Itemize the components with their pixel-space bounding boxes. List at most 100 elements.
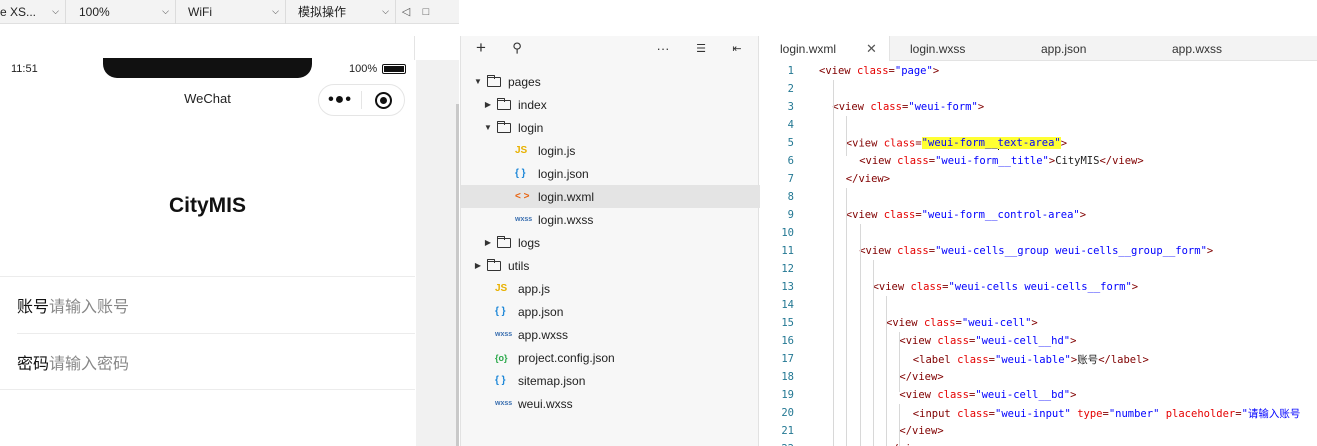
login-form: 账号 请输入账号 密码 请输入密码 — [0, 276, 415, 390]
code-line: 16<view class="weui-cell__hd"> — [760, 332, 1317, 350]
tree-item-label: logs — [518, 235, 541, 250]
account-field[interactable]: 账号 请输入账号 — [0, 277, 415, 333]
status-bar: 11:51 100% — [0, 58, 415, 78]
code-token: <view — [845, 209, 884, 221]
code-token: = — [928, 245, 936, 257]
tree-item-project-config-json[interactable]: {o}project.config.json — [461, 346, 760, 369]
code-token: = — [915, 209, 922, 221]
tab-app-wxss[interactable]: app.wxss — [1152, 36, 1283, 61]
json-file-icon: { } — [495, 306, 506, 317]
add-icon[interactable]: + — [476, 38, 486, 57]
code-token: > — [1070, 335, 1077, 347]
code-token: class — [897, 155, 929, 167]
tree-item-label: app.json — [518, 304, 564, 319]
code-token: class — [870, 101, 902, 113]
code-token: = — [915, 137, 922, 149]
tree-item-login-wxml[interactable]: < >login.wxml — [461, 185, 760, 208]
code-token: class — [883, 137, 916, 149]
line-number: 3 — [787, 101, 794, 113]
code-token: = — [1235, 407, 1242, 420]
tab-login-wxss[interactable]: login.wxss — [890, 36, 1021, 61]
code-token: </view> — [899, 425, 944, 437]
code-token: "weui-form__title" — [935, 155, 1049, 167]
cfg-file-icon: {o} — [495, 352, 508, 363]
tree-item-login[interactable]: ▼login — [461, 116, 760, 139]
code-token: <view — [832, 101, 871, 113]
code-token: > — [1206, 245, 1214, 257]
network-select[interactable]: WiFi ⌵ — [176, 0, 286, 24]
more-dots-icon[interactable]: •●• — [328, 91, 352, 108]
tab-app-json[interactable]: app.json — [1021, 36, 1152, 61]
line-number: 15 — [781, 317, 794, 329]
indent-guide — [860, 224, 861, 446]
tree-item-label: login.json — [538, 166, 589, 181]
code-token: class — [897, 245, 929, 257]
code-token: class — [856, 65, 889, 77]
close-miniprogram-button[interactable] — [362, 91, 404, 109]
code-token: <label — [912, 353, 958, 366]
code-token: = — [955, 317, 962, 329]
tree-item-logs[interactable]: ▶logs — [461, 231, 760, 254]
code-token: </label> — [1098, 353, 1149, 366]
speaker-icon[interactable]: ◁ — [401, 6, 411, 18]
code-line: 2 — [760, 80, 1317, 98]
account-input[interactable]: 请输入账号 — [49, 299, 130, 316]
device-select[interactable]: e XS... ⌵ — [0, 0, 66, 24]
tree-item-label: login — [518, 120, 544, 135]
zoom-select[interactable]: 100% ⌵ — [66, 0, 176, 24]
code-line: 18</view> — [760, 368, 1317, 386]
tab-login-wxml[interactable]: login.wxml✕ — [760, 36, 890, 61]
code-text: <view class="weui-cells weui-cells__form… — [873, 281, 1139, 293]
split-icon[interactable]: ⇤ — [732, 42, 742, 55]
operation-select[interactable]: 模拟操作 ⌵ — [286, 0, 396, 24]
tree-item-app-json[interactable]: { } app.json — [461, 300, 760, 323]
code-line: 15<view class="weui-cell"> — [760, 314, 1317, 332]
window-icon[interactable]: □ — [422, 5, 430, 18]
close-icon[interactable]: ✕ — [866, 41, 877, 56]
chevron-down-icon: ⌵ — [272, 6, 279, 16]
tab-label: app.json — [1041, 41, 1087, 56]
search-icon[interactable]: ⚲ — [512, 40, 522, 55]
code-line: 20<input class="weui-input" type="number… — [760, 404, 1317, 422]
code-token: class — [883, 209, 916, 221]
tree-item-utils[interactable]: ▶utils — [461, 254, 760, 277]
code-token: > — [977, 101, 985, 113]
operation-select-value: 模拟操作 — [298, 5, 347, 19]
line-number: 21 — [781, 425, 794, 437]
collapse-icon[interactable]: ☰ — [696, 42, 706, 55]
tree-item-pages[interactable]: ▼pages — [461, 70, 760, 93]
code-token: <view — [872, 281, 911, 293]
code-token: <view — [886, 317, 924, 329]
password-input[interactable]: 请输入密码 — [49, 355, 130, 373]
code-text: <view class="weui-cells__group weui-cell… — [859, 245, 1213, 257]
tree-item-login-json[interactable]: { }login.json — [461, 162, 760, 185]
tree-item-index[interactable]: ▶index — [461, 93, 760, 116]
code-token: = — [1102, 407, 1109, 420]
tree-item-label: index — [518, 97, 547, 112]
code-token: "weui-cells__group weui-cells__group__fo… — [935, 245, 1207, 257]
code-text: <view class="weui-form"> — [832, 101, 984, 113]
tree-item-sitemap-json[interactable]: { }sitemap.json — [461, 369, 760, 392]
simulator-scrollbar[interactable] — [456, 104, 459, 446]
code-token: class — [910, 281, 943, 293]
code-line: 9<view class="weui-form__control-area"> — [760, 206, 1317, 224]
code-token: class — [923, 317, 956, 329]
code-line: 10 — [760, 224, 1317, 242]
more-icon[interactable]: ··· — [656, 40, 670, 56]
code-token: = — [968, 335, 976, 347]
password-field[interactable]: 密码 请输入密码 — [17, 333, 415, 389]
wxss-file-icon: wxss — [495, 331, 513, 338]
simulator-panel: 11:51 100% WeChat •●• CityMIS 账号 请输入账号 密… — [0, 36, 415, 446]
code-token: placeholder — [1165, 407, 1236, 420]
line-number: 1 — [787, 65, 794, 77]
line-number: 16 — [781, 335, 794, 347]
app-title: CityMIS — [168, 194, 246, 217]
target-circle-icon — [374, 91, 392, 109]
